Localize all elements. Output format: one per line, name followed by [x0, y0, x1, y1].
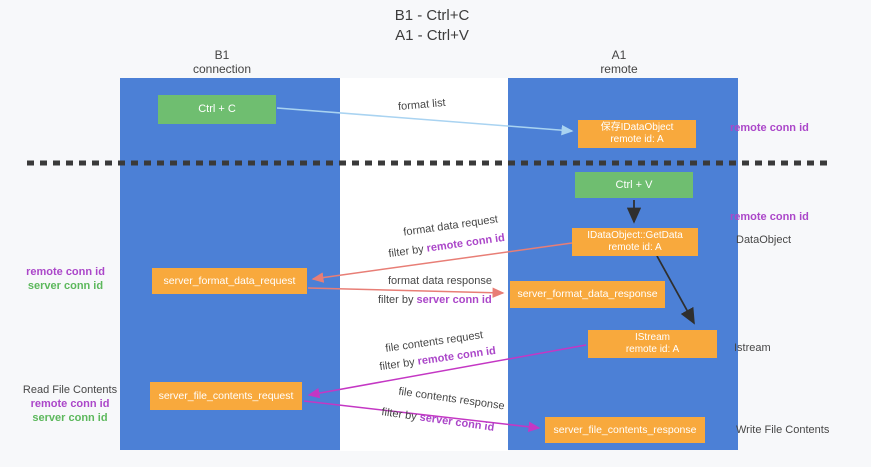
right-remote-conn-id-mid-label: remote conn id: [730, 211, 809, 223]
server-conn-id-key: server conn id: [416, 294, 492, 306]
format-data-response-filter-label: filter by server conn id: [378, 294, 492, 306]
ctrl-v-node: Ctrl + V: [575, 172, 693, 198]
server-format-data-request-label: server_format_data_request: [163, 274, 296, 287]
left-server-conn-id-2-label: server conn id: [32, 412, 108, 424]
server-format-data-response-node: server_format_data_response: [510, 281, 665, 308]
ctrl-c-node: Ctrl + C: [158, 95, 276, 124]
istream-side-label: Istream: [734, 342, 771, 354]
ctrl-v-label: Ctrl + V: [615, 178, 653, 191]
format-data-request-arrow: [311, 242, 573, 283]
left-remote-conn-id-label: remote conn id: [26, 266, 105, 278]
save-dataobject-node: 保存IDataObject remote id: A: [578, 120, 696, 148]
server-format-data-request-node: server_format_data_request: [152, 268, 307, 294]
left-column-name: B1: [214, 48, 230, 62]
left-conn-id-stack: remote conn id server conn id: [18, 265, 113, 293]
diagram-title: B1 - Ctrl+C A1 - Ctrl+V: [0, 6, 864, 46]
format-data-response-label: format data response: [388, 275, 492, 287]
istream-node: IStream remote id: A: [588, 330, 717, 358]
server-file-contents-request-label: server_file_contents_request: [158, 389, 294, 402]
server-file-contents-request-node: server_file_contents_request: [150, 382, 302, 410]
dataobject-label: DataObject: [736, 234, 792, 246]
filter-by-text: filter by: [378, 294, 417, 306]
server-format-data-response-label: server_format_data_response: [517, 288, 658, 300]
getdata-to-istream-arrow: [656, 255, 695, 325]
title-line-2: A1 - Ctrl+V: [395, 27, 469, 44]
istream-line2: remote id: A: [625, 344, 680, 355]
right-column-header: A1 remote: [557, 48, 681, 76]
format-data-response-arrow: [307, 287, 505, 298]
read-file-contents-label: Read File Contents: [22, 384, 118, 396]
format-list-arrow: [276, 107, 574, 136]
left-column-header: B1 connection: [160, 48, 284, 76]
read-file-contents-stack: Read File Contents remote conn id server…: [20, 383, 120, 425]
getdata-line1: IDataObject::GetData: [587, 230, 683, 241]
save-dataobject-line1: 保存IDataObject: [600, 122, 674, 133]
getdata-line2: remote id: A: [608, 242, 662, 253]
file-contents-response-arrow: [303, 400, 541, 433]
left-server-conn-id-label: server conn id: [27, 280, 104, 292]
save-dataobject-line2: remote id: A: [610, 134, 664, 145]
write-file-contents-label: Write File Contents: [736, 424, 830, 436]
title-line-1: B1 - Ctrl+C: [394, 7, 470, 24]
server-file-contents-response-node: server_file_contents_response: [545, 417, 705, 443]
file-contents-request-arrow: [307, 344, 587, 399]
right-column-name: A1: [611, 48, 627, 62]
left-remote-conn-id-2-label: remote conn id: [30, 398, 110, 410]
ctrl-c-label: Ctrl + C: [198, 103, 236, 115]
left-column-subtitle: connection: [192, 61, 252, 76]
server-file-contents-response-label: server_file_contents_response: [553, 423, 697, 436]
getdata-node: IDataObject::GetData remote id: A: [572, 228, 698, 256]
istream-line1: IStream: [634, 332, 670, 343]
right-remote-conn-id-top-label: remote conn id: [730, 122, 809, 134]
middle-gap-background: [340, 78, 508, 451]
right-column-subtitle: remote: [600, 61, 638, 76]
